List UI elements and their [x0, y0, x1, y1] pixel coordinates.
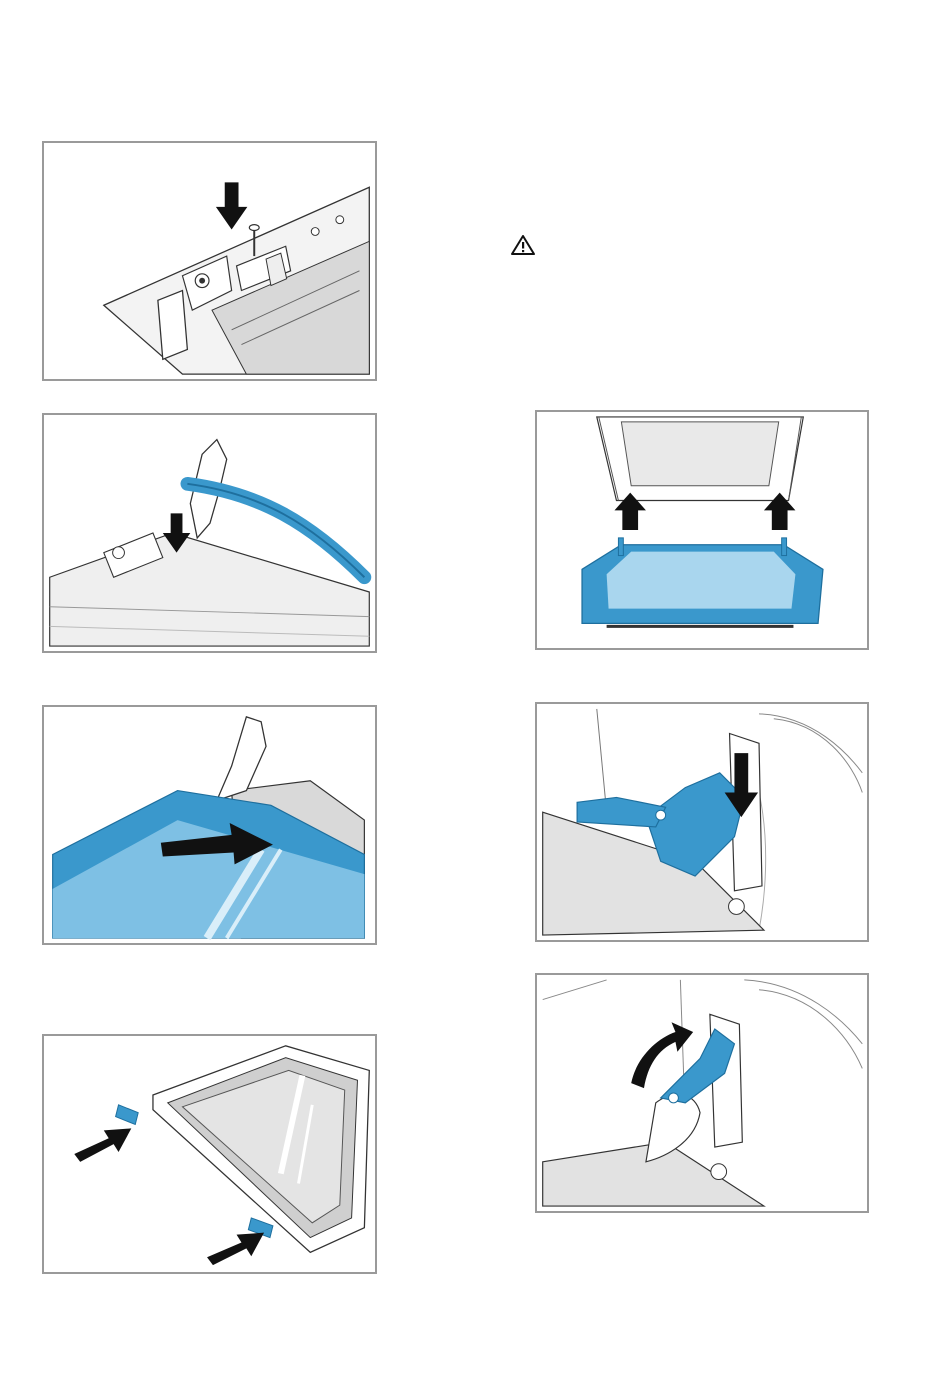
warning-triangle-icon: [510, 234, 536, 256]
fig-insert-clips: [42, 1034, 377, 1274]
fig-screw-hinge-cover: [42, 141, 377, 381]
right-arrow-icon: [207, 1233, 264, 1265]
right-arrow-icon: [74, 1128, 131, 1161]
down-arrow-icon: [216, 182, 247, 229]
fig-slide-glass-panel: [42, 705, 377, 945]
fig-insert-seal: [42, 413, 377, 653]
fig-lower-hinge-lever: [535, 702, 869, 942]
fig-attach-door: [535, 410, 869, 650]
fig-raise-hinge-lever: [535, 973, 869, 1213]
